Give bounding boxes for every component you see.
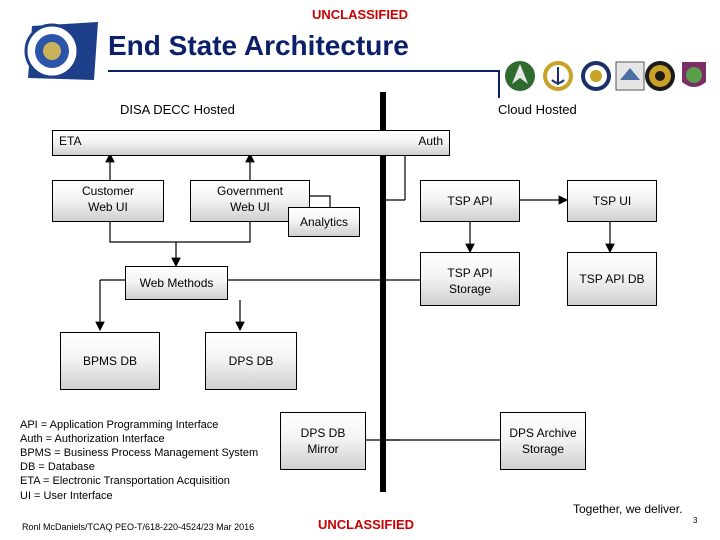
web-methods-box: Web Methods — [125, 266, 228, 300]
bpms-db-label: BPMS DB — [82, 353, 137, 368]
customer-web-ui-line2: Web UI — [88, 200, 128, 215]
coast-guard-emblem-icon — [645, 61, 675, 91]
eta-auth-box: ETA — [52, 130, 448, 156]
tsp-api-storage-line2: Storage — [448, 282, 491, 297]
government-web-ui-line1: Government — [216, 184, 284, 198]
title-underline — [108, 70, 498, 72]
slide-title: End State Architecture — [108, 30, 409, 61]
disa-decc-hosted-heading: DISA DECC Hosted — [120, 102, 235, 117]
dps-db-mirror-box: DPS DB Mirror — [280, 412, 366, 470]
tsp-api-box: TSP API — [420, 180, 520, 222]
government-to-analytics-line — [310, 195, 331, 207]
legend-item: Auth = Authorization Interface — [20, 433, 165, 445]
analytics-label: Analytics — [299, 214, 349, 229]
dps-archive-storage-line2: Storage — [521, 442, 564, 456]
tsp-api-db-box: TSP API DB — [567, 252, 657, 306]
footer-contact: Ronl McDaniels/TCAQ PEO-T/618-220-4524/2… — [22, 522, 255, 532]
eta-label: ETA — [59, 134, 82, 148]
classification-banner-bottom: UNCLASSIFIED — [317, 517, 415, 532]
tsp-api-storage-box: TSP API Storage — [420, 252, 520, 306]
dps-db-box: DPS DB — [205, 332, 297, 390]
title-underline-tick — [498, 70, 500, 98]
dps-db-label: DPS DB — [228, 353, 274, 368]
bpms-db-box: BPMS DB — [60, 332, 160, 390]
dps-archive-storage-line1: DPS Archive — [509, 425, 577, 440]
marines-emblem-icon — [615, 61, 645, 91]
ui-bus-line — [109, 222, 251, 243]
analytics-box: Analytics — [288, 207, 360, 237]
page-number: 3 — [693, 516, 698, 525]
web-methods-label: Web Methods — [139, 275, 214, 290]
cloud-hosted-heading: Cloud Hosted — [498, 102, 577, 117]
air-force-emblem-icon — [505, 61, 535, 91]
legend-item: API = Application Programming Interface — [20, 419, 219, 431]
legend-item: DB = Database — [20, 461, 95, 473]
classification-banner-top: UNCLASSIFIED — [311, 7, 409, 22]
legend-item: ETA = Electronic Transportation Acquisit… — [20, 475, 230, 487]
dps-db-mirror-line1: DPS DB — [300, 425, 346, 440]
tsp-api-storage-line1: TSP API — [447, 266, 493, 280]
legend-item: UI = User Interface — [20, 490, 113, 502]
tsp-api-label: TSP API — [447, 193, 493, 208]
navy-emblem-icon — [543, 61, 573, 91]
dps-db-mirror-line2: Mirror — [307, 442, 339, 456]
tsp-ui-label: TSP UI — [592, 193, 632, 208]
network-bar — [380, 92, 386, 492]
tagline: Together, we deliver. — [573, 502, 683, 516]
customer-web-ui-line1: Customer — [81, 184, 134, 198]
tsp-ui-box: TSP UI — [567, 180, 657, 222]
tsp-api-db-label: TSP API DB — [579, 271, 645, 286]
auth-label: Auth — [418, 134, 443, 148]
legend-item: BPMS = Business Process Management Syste… — [20, 447, 259, 459]
government-web-ui-line2: Web UI — [230, 200, 270, 215]
army-emblem-icon — [581, 61, 611, 91]
auth-box: Auth — [390, 130, 450, 156]
transcom-emblem-icon — [682, 62, 706, 87]
dod-seal-logo — [24, 22, 98, 80]
